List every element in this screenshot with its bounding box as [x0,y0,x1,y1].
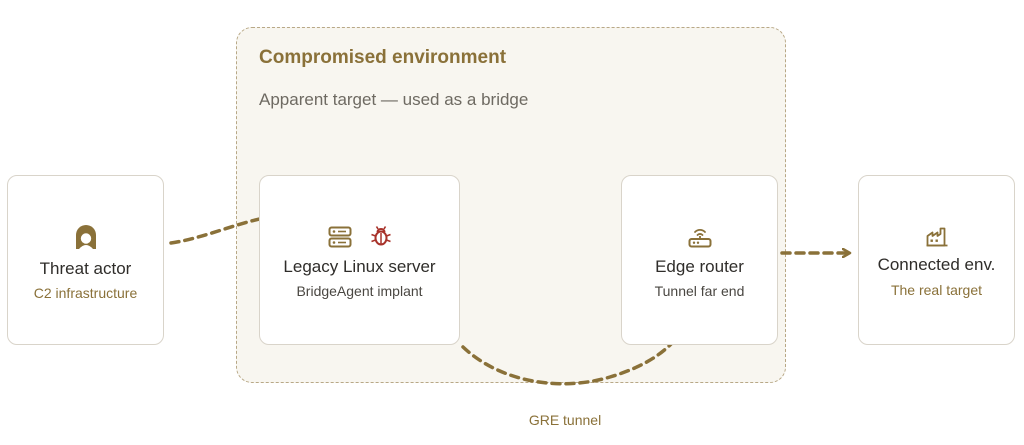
threat-actor-subtitle: C2 infrastructure [33,285,138,301]
gre-tunnel-arrow [461,324,687,386]
environment-subtitle: Apparent target — used as a bridge [259,90,529,109]
gre-tunnel-label: GRE tunnel [528,412,602,428]
server-icon [328,226,352,248]
legacy-linux-server-node: Legacy Linux server BridgeAgent implant [259,175,460,345]
legacy-server-title: Legacy Linux server [283,257,436,276]
connected-env-node: Connected env. The real target [858,175,1015,345]
threat-actor-title: Threat actor [39,259,132,278]
threat-actor-icon [76,225,96,249]
environment-title: Compromised environment [259,47,507,68]
factory-icon [926,227,948,247]
bug-icon [371,226,391,246]
router-icon [688,229,712,248]
legacy-server-subtitle: BridgeAgent implant [296,283,423,299]
edge-router-node: Edge router Tunnel far end [621,175,778,345]
edge-router-title: Edge router [655,257,744,276]
edge-router-subtitle: Tunnel far end [654,283,745,299]
connected-env-title: Connected env. [877,255,996,274]
threat-actor-node: Threat actor C2 infrastructure [7,175,164,345]
connected-env-subtitle: The real target [890,282,983,298]
